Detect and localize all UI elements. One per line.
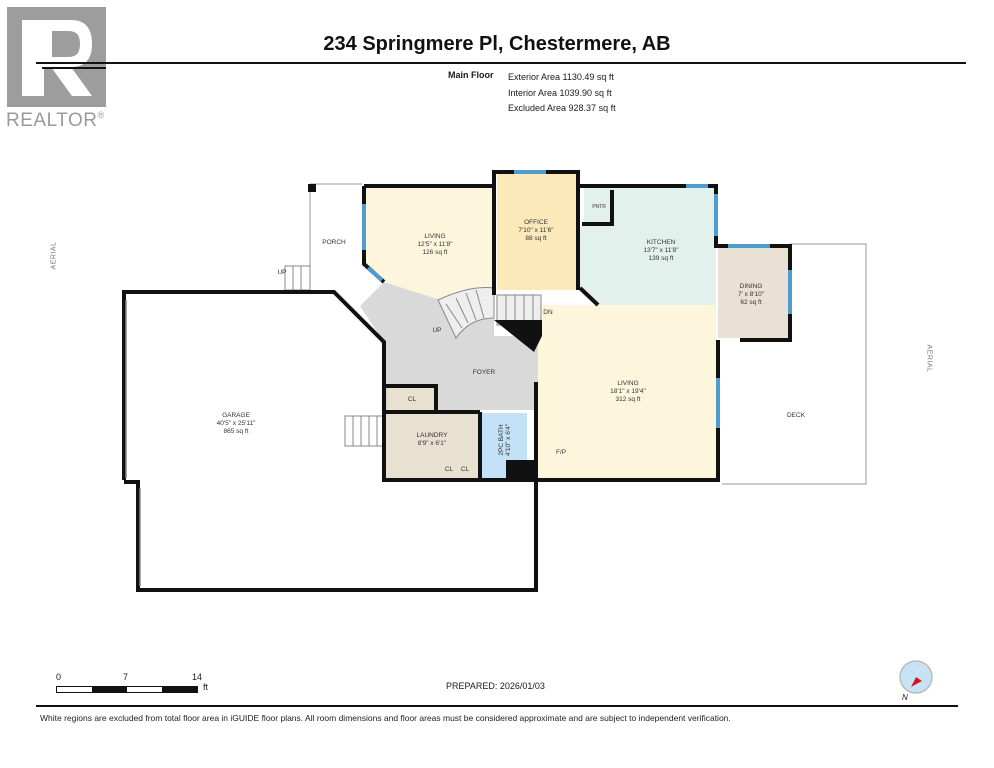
area-kitchen: 139 sq ft	[649, 255, 674, 262]
header-divider	[36, 62, 966, 64]
stairs-garage	[344, 415, 386, 447]
scale-unit: ft	[203, 682, 209, 692]
label-fireplace: F/P	[556, 449, 566, 456]
scale-tick-14: 14	[192, 672, 203, 682]
label-closet-foyer: CL	[408, 396, 417, 403]
exterior-area: Exterior Area 1130.49 sq ft	[508, 72, 614, 82]
label-bath: 2PC BATH 4'10" x 6'4"	[498, 423, 512, 456]
windows	[362, 170, 792, 428]
dims-dining: 7' x 8'10"	[738, 291, 765, 298]
scale-tick-0: 0	[56, 672, 62, 682]
label-porch: PORCH	[322, 239, 346, 246]
dims-garage: 40'5" x 25'11"	[217, 420, 256, 427]
room-office	[497, 173, 577, 290]
area-dining: 62 sq ft	[740, 299, 762, 306]
dims-kitchen: 13'7" x 11'8"	[643, 247, 679, 254]
footer-divider	[36, 705, 958, 707]
stair-wedge	[494, 320, 542, 352]
label-stairs-up-porch: UP	[277, 269, 286, 276]
floor-label: Main Floor	[448, 70, 494, 80]
prepared-date: PREPARED: 2026/01/03	[446, 681, 545, 691]
room-living-main	[528, 305, 716, 478]
compass-north-label: N	[902, 693, 908, 702]
room-closet-foyer	[388, 388, 438, 410]
scale-bar: 0 7 14 ft	[56, 672, 208, 693]
svg-text:4'10" x 6'4": 4'10" x 6'4"	[505, 423, 512, 456]
stairs-foyer	[437, 287, 495, 339]
room-dining	[718, 248, 788, 338]
label-closet-laundry-2: CL	[461, 466, 470, 473]
realtor-wordmark: REALTOR®	[6, 110, 105, 131]
room-laundry	[386, 413, 478, 478]
label-office: OFFICE	[524, 219, 548, 226]
compass-icon	[899, 660, 933, 694]
label-closet-laundry-1: CL	[445, 466, 454, 473]
area-garage: 865 sq ft	[224, 428, 249, 435]
deck-area	[722, 243, 867, 485]
room-living-front	[366, 188, 494, 300]
label-garage: GARAGE	[222, 412, 250, 419]
excluded-area: Excluded Area 928.37 sq ft	[508, 103, 616, 113]
area-living-front: 126 sq ft	[423, 249, 448, 256]
dims-living-front: 12'5" x 11'8"	[417, 241, 453, 248]
page-title: 234 Springmere Pl, Chestermere, AB	[323, 33, 671, 55]
realtor-logo-icon	[7, 7, 106, 107]
label-living-main: LIVING	[617, 380, 638, 387]
label-pantry: PNTR	[592, 204, 606, 210]
interior-area: Interior Area 1039.90 sq ft	[508, 87, 612, 98]
label-stairs-up-foyer: UP	[432, 327, 441, 334]
area-living-main: 312 sq ft	[616, 396, 641, 403]
label-dining: DINING	[740, 283, 763, 290]
label-foyer: FOYER	[473, 369, 496, 376]
dims-office: 7'10" x 11'6"	[518, 227, 554, 234]
scale-tick-7: 7	[123, 672, 129, 682]
disclaimer: White regions are excluded from total fl…	[40, 713, 731, 723]
dims-living-main: 18'1" x 19'4"	[610, 388, 646, 395]
svg-text:2PC BATH: 2PC BATH	[498, 424, 505, 456]
area-office: 88 sq ft	[525, 235, 547, 242]
room-labels: PORCH LIVING 12'5" x 11'8" 126 sq ft OFF…	[217, 204, 806, 473]
garage-door	[125, 300, 141, 586]
label-stairs-down: DN	[543, 309, 553, 316]
area-summary: Exterior Area 1130.49 sq ft Interior Are…	[508, 70, 616, 117]
porch-area	[284, 183, 362, 291]
label-living-front: LIVING	[424, 233, 445, 240]
label-kitchen: KITCHEN	[647, 239, 676, 246]
dims-laundry: 8'9" x 6'1"	[418, 440, 447, 447]
label-laundry: LAUNDRY	[417, 432, 449, 439]
label-deck: DECK	[787, 412, 806, 419]
